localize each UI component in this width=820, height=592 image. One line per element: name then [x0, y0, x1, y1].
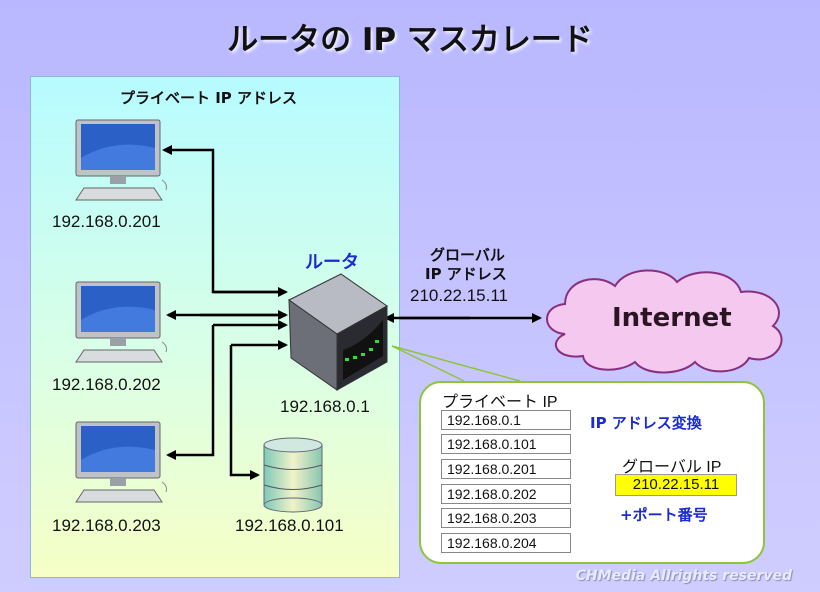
link-server — [229, 345, 260, 480]
global-ip-value: 210.22.15.11 — [615, 474, 737, 496]
link-pc1 — [162, 145, 280, 294]
table-row: 192.168.0.201 — [441, 459, 571, 479]
table-row: 192.168.0.1 — [441, 410, 571, 430]
port-number-label: +ポート番号 — [620, 506, 708, 524]
pc2-ip-label: 192.168.0.202 — [52, 375, 161, 394]
private-ip-table-heading: プライベート IP — [442, 394, 558, 411]
link-pc3 — [166, 325, 215, 460]
table-row: 192.168.0.204 — [441, 533, 571, 553]
router-ip-label: 192.168.0.1 — [280, 397, 370, 416]
table-row: 192.168.0.203 — [441, 508, 571, 528]
router-icon — [288, 273, 388, 391]
router-label: ルータ — [305, 252, 359, 273]
server-icon — [263, 437, 323, 513]
page-title: ルータの IP マスカレード — [227, 22, 593, 58]
internet-cloud-icon — [546, 269, 783, 374]
pc3-ip-label: 192.168.0.203 — [52, 516, 161, 535]
table-row: 192.168.0.202 — [441, 484, 571, 504]
internet-label: Internet — [612, 303, 732, 333]
private-ip-heading: プライベート IP アドレス — [120, 89, 298, 107]
conversion-label: IP アドレス変換 — [590, 414, 702, 432]
global-ip-label: 210.22.15.11 — [410, 286, 508, 305]
pc-icon — [75, 119, 167, 201]
pc1-ip-label: 192.168.0.201 — [52, 212, 161, 231]
pc-icon — [75, 421, 167, 503]
pc-icon — [75, 281, 167, 363]
server-ip-label: 192.168.0.101 — [235, 516, 344, 535]
global-label-line1: グローバル — [430, 246, 505, 264]
copyright-text: CHMedia Allrights reserved — [575, 568, 792, 584]
global-ip-heading: グローバル IP — [622, 459, 722, 476]
global-label-line2: IP アドレス — [425, 265, 507, 283]
table-row: 192.168.0.101 — [441, 434, 571, 454]
